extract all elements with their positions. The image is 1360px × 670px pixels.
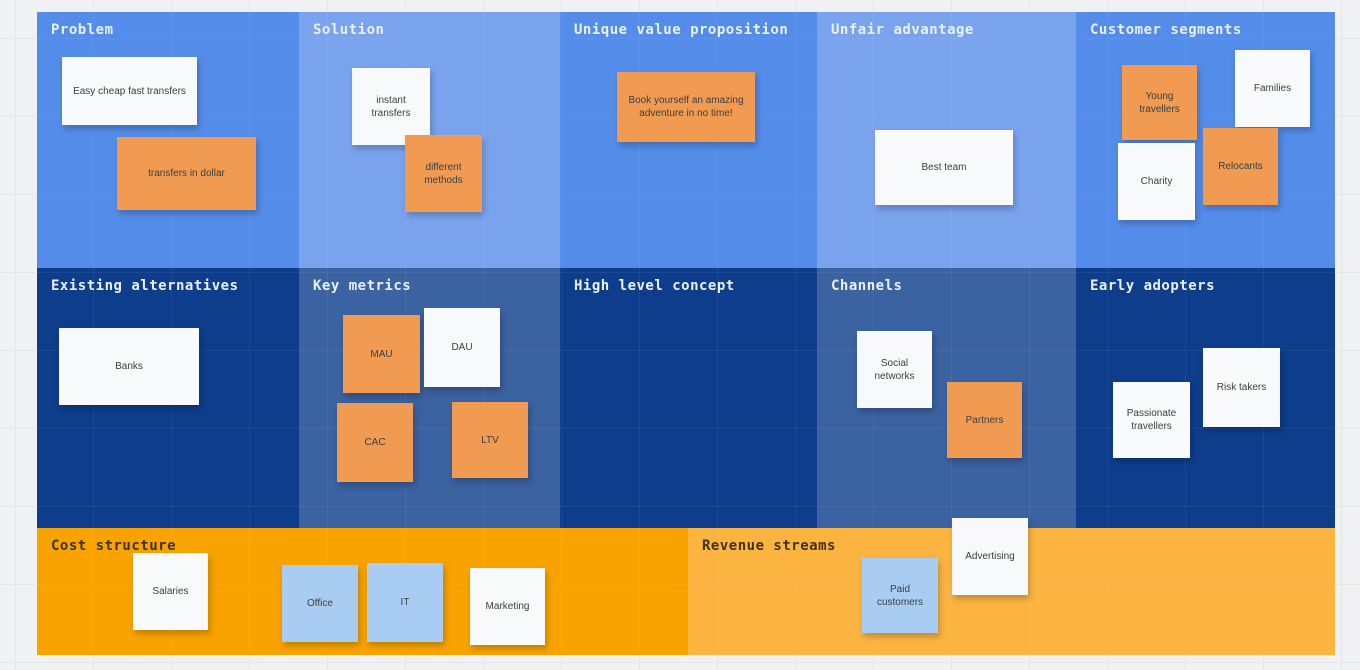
section-high-level-concept[interactable]: High level concept xyxy=(560,268,817,528)
sticky-note[interactable]: Partners xyxy=(947,382,1022,458)
sticky-note[interactable]: Office xyxy=(282,565,358,642)
sticky-note[interactable]: LTV xyxy=(452,402,528,478)
section-title-unique-value-proposition: Unique value proposition xyxy=(574,22,789,38)
section-title-customer-segments: Customer segments xyxy=(1090,22,1242,38)
section-key-metrics[interactable]: Key metrics xyxy=(299,268,560,528)
sticky-note[interactable]: transfers in dollar xyxy=(117,137,256,210)
sticky-note[interactable]: different methods xyxy=(405,135,482,212)
section-title-unfair-advantage: Unfair advantage xyxy=(831,22,974,38)
lean-canvas-board[interactable]: Problem Solution Unique value proposition U… xyxy=(37,12,1335,655)
section-title-channels: Channels xyxy=(831,278,903,294)
section-unique-value-proposition[interactable]: Unique value proposition xyxy=(560,12,817,268)
sticky-note[interactable]: Families xyxy=(1235,50,1310,127)
sticky-note[interactable]: Book yourself an amazing adventure in no… xyxy=(617,72,755,142)
section-title-key-metrics: Key metrics xyxy=(313,278,412,294)
sticky-note[interactable]: Salaries xyxy=(133,553,208,630)
sticky-note[interactable]: Young travellers xyxy=(1122,65,1197,140)
sticky-note[interactable]: Banks xyxy=(59,328,199,405)
sticky-note[interactable]: MAU xyxy=(343,315,420,393)
sticky-note[interactable]: Paid customers xyxy=(862,558,938,633)
section-title-problem: Problem xyxy=(51,22,114,38)
section-title-revenue-streams: Revenue streams xyxy=(702,538,836,554)
sticky-note[interactable]: Relocants xyxy=(1203,128,1278,205)
sticky-note[interactable]: Easy cheap fast transfers xyxy=(62,57,197,125)
sticky-note[interactable]: CAC xyxy=(337,403,413,482)
sticky-note[interactable]: DAU xyxy=(424,308,500,387)
sticky-note[interactable]: Risk takers xyxy=(1203,348,1280,427)
section-title-early-adopters: Early adopters xyxy=(1090,278,1216,294)
sticky-note[interactable]: Charity xyxy=(1118,143,1195,220)
sticky-note[interactable]: Passionate travellers xyxy=(1113,382,1190,458)
section-title-solution: Solution xyxy=(313,22,385,38)
sticky-note[interactable]: Best team xyxy=(875,130,1013,205)
sticky-note[interactable]: Marketing xyxy=(470,568,545,645)
section-title-existing-alternatives: Existing alternatives xyxy=(51,278,239,294)
sticky-note[interactable]: Advertising xyxy=(952,518,1028,595)
section-title-high-level-concept: High level concept xyxy=(574,278,735,294)
sticky-note[interactable]: instant transfers xyxy=(352,68,430,145)
sticky-note[interactable]: IT xyxy=(367,563,443,642)
section-title-cost-structure: Cost structure xyxy=(51,538,177,554)
sticky-note[interactable]: Social networks xyxy=(857,331,932,408)
